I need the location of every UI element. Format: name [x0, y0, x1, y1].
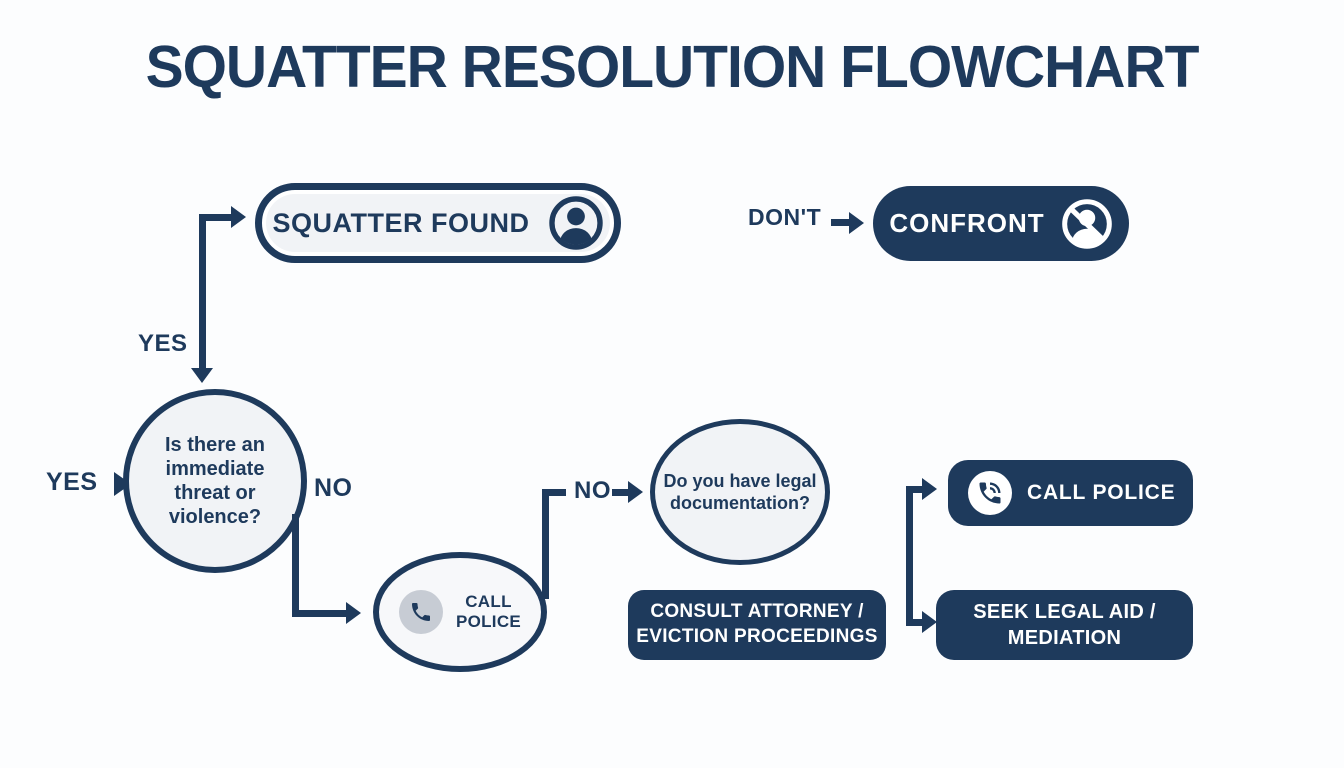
node-call-police-oval: CALL POLICE [373, 552, 547, 672]
label-yes-top: YES [138, 330, 188, 357]
arrowhead-to-legal-documentation [628, 481, 643, 503]
no-person-icon [1061, 198, 1113, 250]
consult-attorney-line2: EVICTION PROCEEDINGS [636, 626, 878, 647]
arrowhead-to-confront [849, 212, 864, 234]
node-consult-attorney: CONSULT ATTORNEY / EVICTION PROCEEDINGS [628, 590, 886, 660]
bracket-top-horizontal [906, 486, 924, 493]
node-call-police-action: CALL POLICE [948, 460, 1193, 526]
bracket-vertical [906, 486, 913, 626]
threat-question-line3: threat or [174, 482, 256, 504]
threat-question-line4: violence? [168, 506, 262, 528]
connector-no-vertical [292, 514, 299, 617]
node-confront: CONFRONT [873, 186, 1129, 261]
label-no-right: NO [314, 474, 353, 502]
confront-label: CONFRONT [889, 208, 1045, 238]
squatter-found-label: SQUATTER FOUND [272, 207, 530, 238]
arrowhead-to-call-police-action [922, 478, 937, 500]
connector-no2-vertical [542, 489, 549, 599]
call-police-action-label: CALL POLICE [1027, 481, 1176, 504]
consult-attorney-line1: CONSULT ATTORNEY / [650, 601, 864, 623]
page-title: SQUATTER RESOLUTION FLOWCHART [145, 33, 1200, 101]
arrowhead-to-threat-question [191, 368, 213, 383]
threat-question-line2: immediate [165, 458, 265, 480]
threat-question-label: Is there an immediate threat or violence… [165, 433, 265, 529]
phone-waves-icon [968, 471, 1012, 515]
connector-no-horizontal [292, 610, 348, 617]
phone-icon [398, 590, 443, 634]
call-police-oval-line1: CALL [465, 592, 512, 612]
seek-legal-aid-line1: SEEK LEGAL AID / [973, 601, 1156, 623]
legal-documentation-line1: Do you have legal [663, 470, 817, 491]
no2-arrow-line [612, 489, 630, 496]
person-icon [548, 195, 604, 251]
connector-squatter-horizontal [199, 214, 233, 221]
call-police-oval-line2: POLICE [455, 612, 522, 631]
node-squatter-found: SQUATTER FOUND [255, 183, 621, 263]
dont-arrow-line [831, 219, 851, 226]
label-no-mid: NO [574, 477, 611, 504]
legal-documentation-label: Do you have legal documentation? [663, 470, 816, 515]
label-dont: DON'T [748, 204, 822, 230]
connector-no2-horizontal [542, 489, 566, 496]
seek-legal-aid-line2: MEDIATION [1007, 627, 1122, 649]
threat-question-line1: Is there an [164, 434, 266, 456]
label-yes-left: YES [46, 468, 98, 496]
call-police-oval-label: CALL POLICE [456, 592, 521, 631]
arrowhead-to-seek-legal-aid [922, 611, 937, 633]
arrowhead-to-call-police-oval [346, 602, 361, 624]
node-seek-legal-aid: SEEK LEGAL AID / MEDIATION [936, 590, 1193, 660]
bracket-bottom-horizontal [906, 619, 924, 626]
arrowhead-to-squatter-found [231, 206, 246, 228]
legal-documentation-line2: documentation? [669, 493, 810, 513]
node-threat-question: Is there an immediate threat or violence… [123, 389, 307, 573]
node-legal-documentation: Do you have legal documentation? [650, 419, 830, 565]
connector-yes-vertical [199, 214, 206, 370]
